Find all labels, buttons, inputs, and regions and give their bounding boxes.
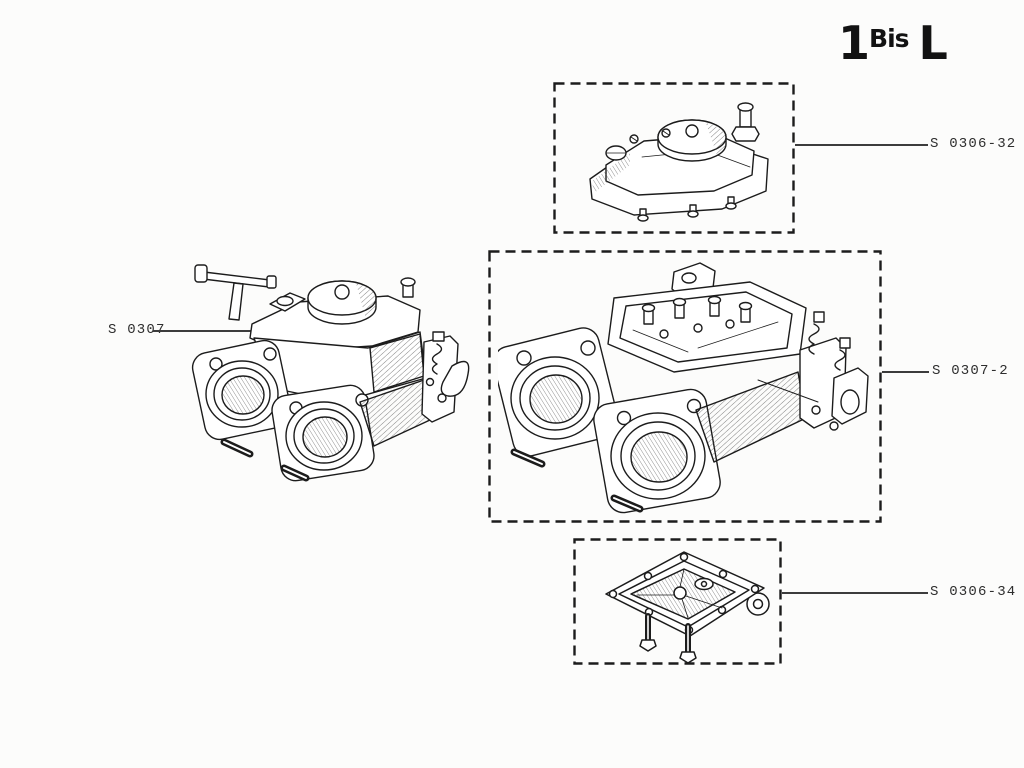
dashed-box-top-cover: [553, 82, 795, 234]
carburetor-main-body-illustration: [498, 262, 869, 514]
assembly-line-art: [191, 264, 470, 482]
leader-line-main-body: [882, 371, 929, 373]
plate-number-mark: 1 Bis L: [838, 14, 988, 70]
top-cover-line-art: [589, 102, 769, 222]
plate-suffix: Bis: [869, 24, 910, 53]
part-label-base-plate: S 0306-34: [930, 584, 1017, 600]
leader-line-assembly: [153, 330, 258, 332]
plate-letter: L: [918, 15, 948, 70]
leader-line-top-cover: [795, 144, 928, 146]
dashed-box-base-plate: [573, 538, 782, 665]
base-plate-line-art: [605, 551, 770, 664]
part-label-main-body: S 0307-2: [932, 363, 1009, 379]
part-label-top-cover: S 0306-32: [930, 136, 1017, 152]
main-body-line-art: [498, 262, 869, 514]
carburetor-top-cover-illustration: [589, 102, 769, 222]
carburetor-base-plate-illustration: [605, 551, 770, 664]
plate-number: 1: [838, 15, 870, 70]
leader-line-base-plate: [782, 592, 928, 594]
twin-carburetor-assembly-illustration: [191, 264, 470, 482]
dashed-box-main-body: [488, 250, 882, 523]
part-label-assembly: S 0307: [108, 322, 166, 338]
